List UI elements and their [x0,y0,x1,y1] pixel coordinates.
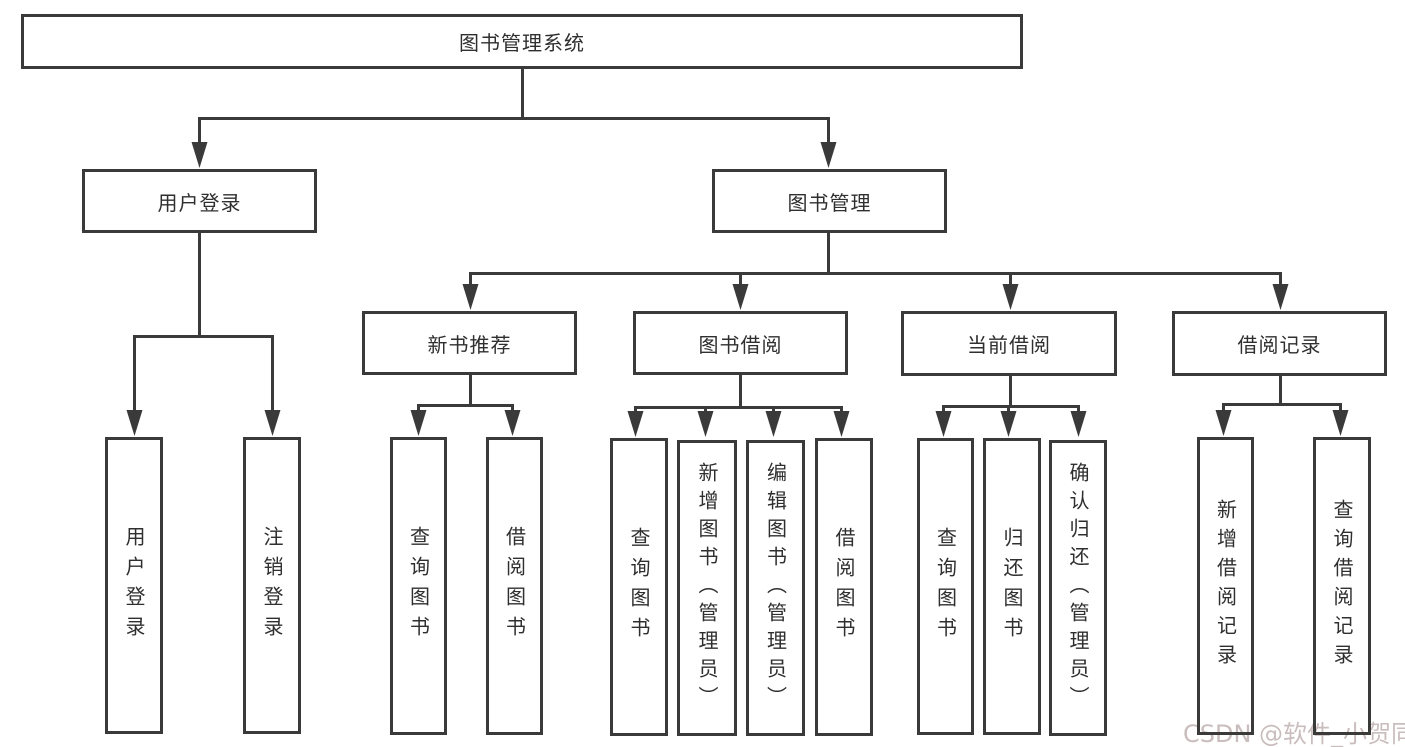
leaf-newbook-query-books: 查询图书 [390,437,447,735]
leaf-add-borrow-record: 新增借阅记录 [1197,437,1254,735]
leaf-return-books: 归还图书 [983,438,1041,735]
leaf-user-login: 用户登录 [105,437,163,734]
leaf-edit-books-admin: 编辑图书（管理员） [746,440,805,736]
arrowheads [126,142,1349,437]
node-borrow-records: 借阅记录 [1172,311,1387,376]
leaf-newbook-borrow-books: 借阅图书 [486,437,543,735]
leaf-query-borrow-record: 查询借阅记录 [1313,437,1371,735]
node-current-borrowing: 当前借阅 [901,311,1117,376]
leaf-current-query-books: 查询图书 [917,438,974,735]
node-book-borrowing: 图书借阅 [633,311,848,375]
node-root-library-system: 图书管理系统 [21,14,1023,69]
node-book-management: 图书管理 [712,169,947,233]
leaf-logout: 注销登录 [243,437,301,734]
leaf-borrow-borrow-books: 借阅图书 [815,438,873,736]
node-user-login: 用户登录 [82,169,317,233]
leaf-add-books-admin: 新增图书（管理员） [677,440,737,736]
leaf-borrow-query-books: 查询图书 [610,438,668,736]
leaf-confirm-return-admin: 确认归还（管理员） [1049,440,1107,736]
csdn-watermark: CSDN @软件_小贺同学 [1183,720,1405,747]
node-new-book-recommend: 新书推荐 [362,311,577,375]
